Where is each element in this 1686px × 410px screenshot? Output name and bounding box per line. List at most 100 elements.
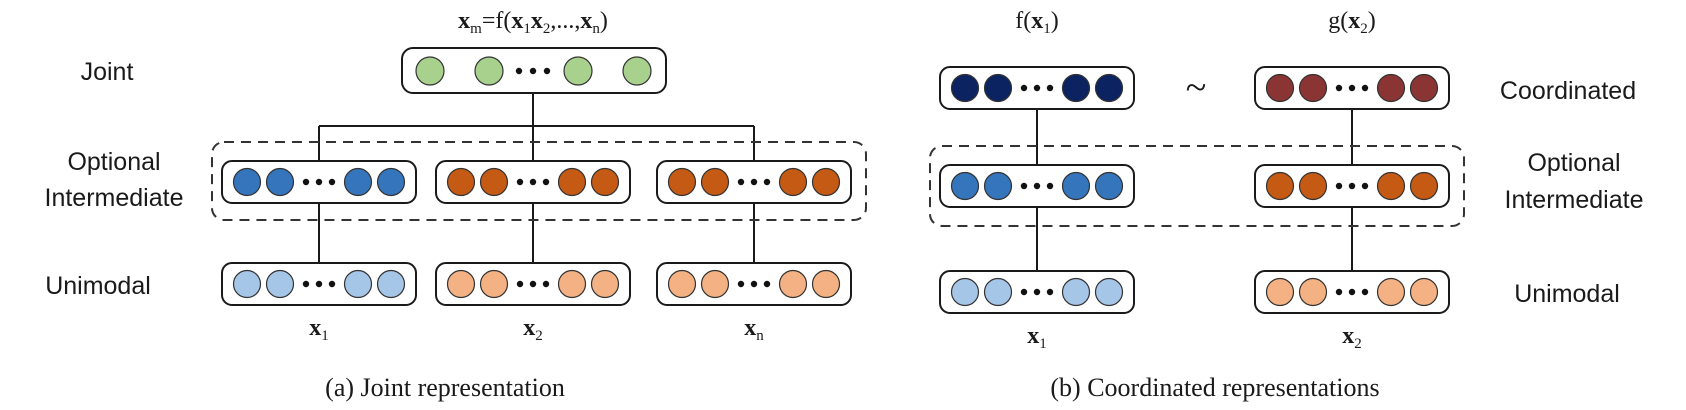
joint-row-label: Joint xyxy=(81,58,134,86)
ellipsis-dot xyxy=(529,280,537,288)
coordinated-panel: f(x1) g(x2) ~ Coordinated Optional Inter… xyxy=(929,8,1644,402)
intermediate-node xyxy=(479,167,509,197)
joint-input-label-1: x1 xyxy=(309,315,329,344)
intermediate-node xyxy=(1298,171,1328,201)
unimodal-node xyxy=(446,269,476,299)
unimodal-node xyxy=(376,269,406,299)
coord-input-label-2: x2 xyxy=(1342,323,1362,352)
ellipsis-dot xyxy=(516,280,524,288)
joint-intermediate-nodes-2 xyxy=(446,167,620,197)
ellipsis-dot xyxy=(529,178,537,186)
unimodal-node xyxy=(667,269,697,299)
intermediate-node xyxy=(1061,171,1091,201)
joint-input-label-n: xn xyxy=(744,315,764,344)
joint-panel: xm=f(x1x2,...,xn) Joint Optional Interme… xyxy=(45,8,867,402)
ellipsis-dot xyxy=(763,280,771,288)
coord-unimodal-nodes-right xyxy=(1265,277,1439,307)
coord-optional-region xyxy=(929,145,1465,227)
intermediate-node xyxy=(376,167,406,197)
ellipsis-dot xyxy=(1361,288,1369,296)
similarity-tilde: ~ xyxy=(1186,67,1207,109)
coordinated-row-label: Coordinated xyxy=(1500,77,1636,105)
ellipsis-dot xyxy=(750,280,758,288)
joint-unimodal-nodes-2 xyxy=(446,269,620,299)
intermediate-node xyxy=(1376,171,1406,201)
joint-intermediate-nodes-1 xyxy=(232,167,406,197)
unimodal-node xyxy=(983,277,1013,307)
unimodal-node xyxy=(1376,277,1406,307)
coord-intermediate-nodes-left xyxy=(950,171,1124,201)
ellipsis-dot xyxy=(1033,288,1041,296)
unimodal-node xyxy=(700,269,730,299)
unimodal-label: Unimodal xyxy=(45,272,151,300)
ellipsis-dot xyxy=(1046,182,1054,190)
unimodal-node xyxy=(557,269,587,299)
joint-layer-ellipsis xyxy=(515,67,551,75)
ellipsis-dot xyxy=(542,178,550,186)
intermediate-node xyxy=(778,167,808,197)
ellipsis-dot xyxy=(737,178,745,186)
intermediate-node xyxy=(265,167,295,197)
unimodal-node xyxy=(811,269,841,299)
coordinated-node xyxy=(1061,73,1091,103)
joint-unimodal-ellipses xyxy=(302,280,771,288)
joint-node xyxy=(415,56,445,86)
joint-node xyxy=(474,56,504,86)
coord-top-nodes-left xyxy=(950,73,1124,103)
joint-caption: (a) Joint representation xyxy=(325,373,565,402)
ellipsis-dot xyxy=(750,178,758,186)
coordinated-node xyxy=(1298,73,1328,103)
joint-intermediate-nodes-n xyxy=(667,167,841,197)
unimodal-node xyxy=(343,269,373,299)
joint-intermediate-ellipses xyxy=(302,178,771,186)
unimodal-node xyxy=(232,269,262,299)
unimodal-node xyxy=(950,277,980,307)
intermediate-node xyxy=(590,167,620,197)
ellipsis-dot xyxy=(1020,84,1028,92)
ellipsis-dot xyxy=(1335,182,1343,190)
coordinated-connectors xyxy=(1036,108,1353,272)
joint-node xyxy=(622,56,652,86)
intermediate-node xyxy=(700,167,730,197)
intermediate-node xyxy=(1265,171,1295,201)
ellipsis-dot xyxy=(529,67,537,75)
ellipsis-dot xyxy=(1020,288,1028,296)
coord-top-nodes-right xyxy=(1265,73,1439,103)
intermediate-node xyxy=(950,171,980,201)
coord-g-label: g(x2) xyxy=(1328,8,1376,37)
intermediate-node xyxy=(983,171,1013,201)
ellipsis-dot xyxy=(1348,84,1356,92)
ellipsis-dot xyxy=(1348,182,1356,190)
unimodal-node xyxy=(778,269,808,299)
intermediate-node xyxy=(811,167,841,197)
coordinated-node xyxy=(1409,73,1439,103)
ellipsis-dot xyxy=(516,178,524,186)
unimodal-node xyxy=(479,269,509,299)
joint-node xyxy=(563,56,593,86)
optional-label: Optional xyxy=(67,148,160,176)
intermediate-node xyxy=(446,167,476,197)
coordinated-node xyxy=(950,73,980,103)
ellipsis-dot xyxy=(1033,182,1041,190)
unimodal-node xyxy=(265,269,295,299)
unimodal-node xyxy=(1298,277,1328,307)
coord-intermediate-nodes-right xyxy=(1265,171,1439,201)
coord-input-label-1: x1 xyxy=(1027,323,1047,352)
ellipsis-dot xyxy=(328,280,336,288)
unimodal-node xyxy=(1265,277,1295,307)
intermediate-node xyxy=(667,167,697,197)
coordinated-node xyxy=(983,73,1013,103)
coordinated-node xyxy=(1376,73,1406,103)
ellipsis-dot xyxy=(1033,84,1041,92)
ellipsis-dot xyxy=(1046,84,1054,92)
joint-unimodal-nodes-1 xyxy=(232,269,406,299)
unimodal-node xyxy=(1061,277,1091,307)
unimodal-node xyxy=(1409,277,1439,307)
intermediate-label: Intermediate xyxy=(45,184,184,212)
coord-f-label: f(x1) xyxy=(1015,8,1058,37)
intermediate-label: Intermediate xyxy=(1505,186,1644,214)
joint-unimodal-nodes-n xyxy=(667,269,841,299)
coordinated-caption: (b) Coordinated representations xyxy=(1050,373,1379,402)
intermediate-node xyxy=(557,167,587,197)
